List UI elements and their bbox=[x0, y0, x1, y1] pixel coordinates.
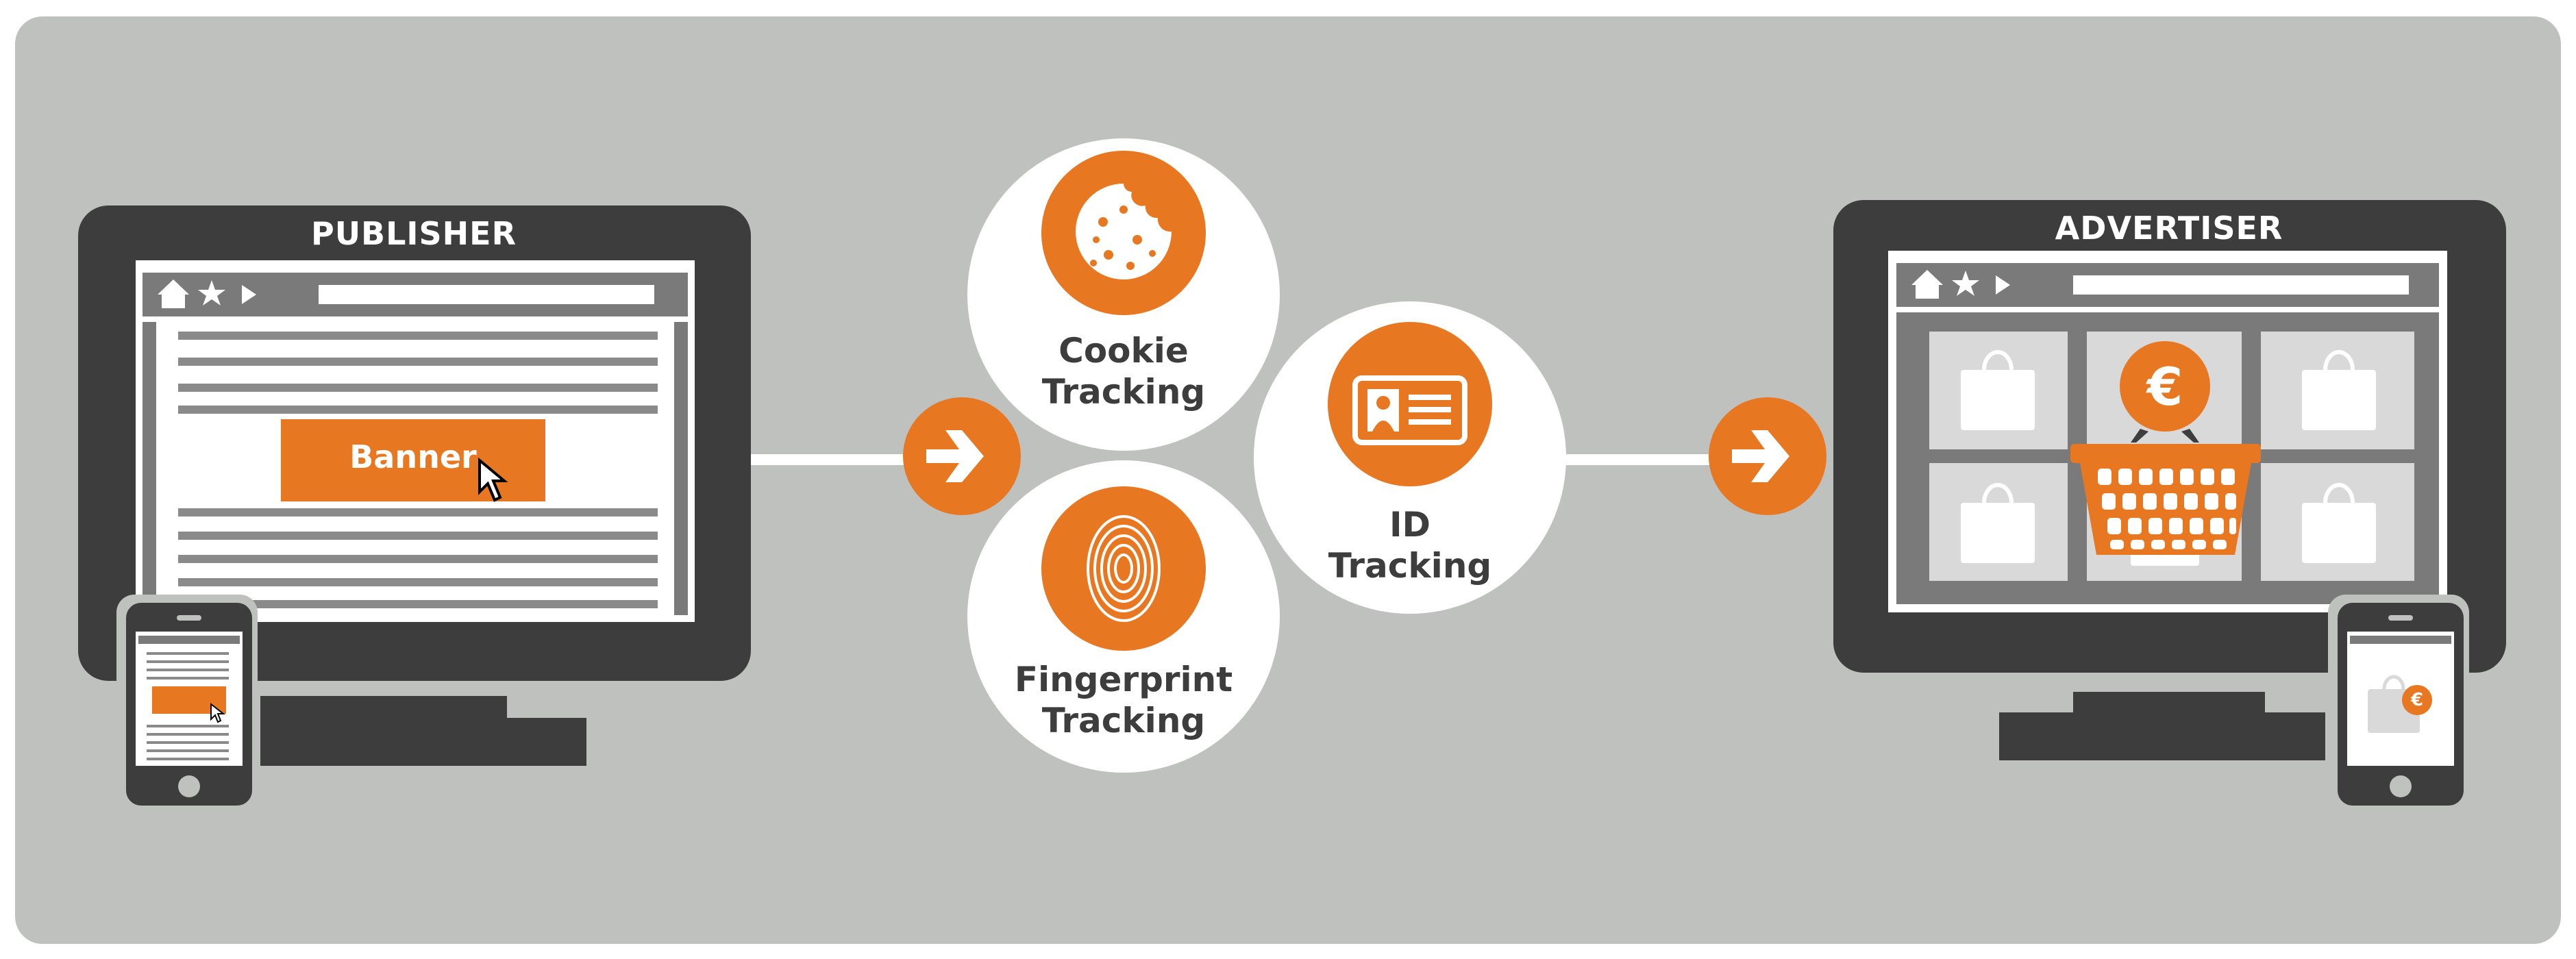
star-icon bbox=[1952, 271, 1979, 296]
euro-coin-icon bbox=[2120, 341, 2210, 443]
banner-label: Banner bbox=[349, 438, 477, 475]
cookie-tracking-line2: Tracking bbox=[1041, 372, 1206, 412]
home-icon bbox=[158, 279, 189, 308]
address-bar bbox=[2073, 275, 2409, 295]
shopping-basket-icon bbox=[2070, 444, 2261, 555]
advertiser-monitor bbox=[1833, 200, 2506, 760]
advertiser-title: ADVERTISER bbox=[2055, 210, 2283, 247]
star-icon bbox=[198, 280, 225, 306]
connector-lines bbox=[751, 454, 1733, 465]
cursor-icon bbox=[478, 457, 508, 502]
id-tracking-line2: Tracking bbox=[1328, 546, 1492, 586]
banner-ad bbox=[281, 419, 545, 501]
euro-symbol: € bbox=[2146, 356, 2183, 417]
cookie-tracking-label: Cookie Tracking bbox=[987, 330, 1261, 412]
euro-coin-icon bbox=[2402, 685, 2432, 715]
mobile-euro-symbol: € bbox=[2410, 690, 2424, 710]
fingerprint-icon bbox=[1041, 486, 1206, 651]
advertiser-phone bbox=[2328, 595, 2469, 807]
arrow-right-icon bbox=[903, 397, 1021, 515]
play-icon bbox=[242, 285, 256, 304]
publisher-monitor bbox=[78, 206, 751, 766]
publisher-phone bbox=[116, 595, 258, 807]
fingerprint-tracking-label: Fingerprint Tracking bbox=[987, 659, 1261, 741]
id-tracking-line1: ID bbox=[1389, 505, 1431, 545]
fingerprint-tracking-line2: Tracking bbox=[1041, 701, 1206, 740]
fingerprint-tracking-line1: Fingerprint bbox=[1014, 660, 1233, 699]
id-card-icon bbox=[1328, 322, 1492, 486]
address-bar bbox=[319, 285, 654, 304]
home-icon bbox=[1911, 270, 1943, 299]
cookie-tracking-line1: Cookie bbox=[1058, 331, 1189, 371]
play-icon bbox=[1996, 275, 2010, 295]
arrow-right-icon bbox=[1709, 397, 1826, 515]
cookie-icon bbox=[1041, 151, 1206, 315]
publisher-title: PUBLISHER bbox=[310, 215, 517, 252]
id-tracking-label: ID Tracking bbox=[1273, 504, 1547, 586]
